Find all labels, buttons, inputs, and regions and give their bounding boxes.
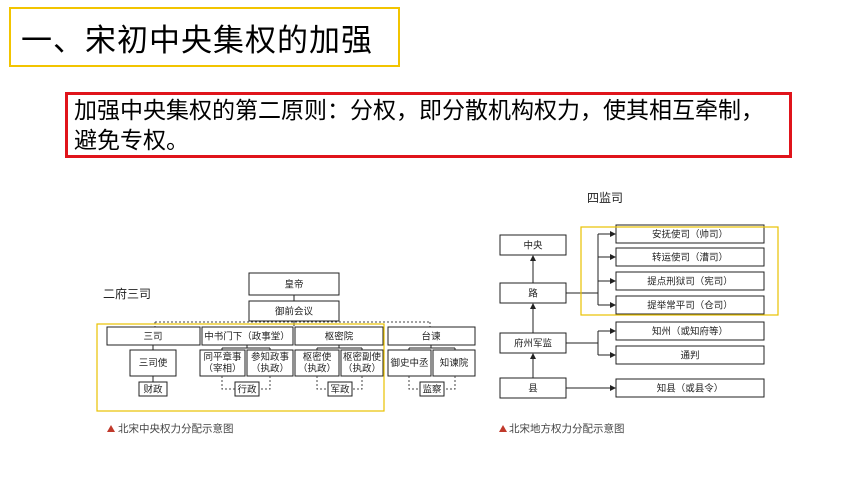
zhizhou-box: [615, 321, 765, 341]
zhuanyun-text: 转运使司（漕司）: [652, 252, 728, 264]
lu-text: 路: [528, 288, 538, 300]
anfu-box: [615, 224, 765, 244]
tongpan-text: 通判: [680, 350, 699, 362]
jiancha-text: 监察: [422, 384, 442, 396]
sansi-text: 三司: [143, 332, 162, 343]
shumishi-text-1: 枢密使: [303, 351, 332, 363]
shumifu-text-2: （执政）: [343, 363, 381, 375]
xian-text: 县: [528, 384, 538, 395]
council-text: 御前会议: [275, 306, 314, 318]
zhijian-box: [432, 349, 476, 377]
central-highlight-frame: [96, 323, 385, 412]
zhixian-text: 知县（或县令）: [657, 383, 724, 395]
caizheng-box: [138, 381, 168, 397]
taijian-text: 台谏: [421, 331, 441, 343]
tongping-text-1: 同平章事: [203, 351, 242, 363]
local-caption-triangle-icon: [499, 425, 507, 432]
junzheng-box: [327, 381, 353, 397]
fuzhou-text: 府州军监: [514, 338, 553, 350]
section-title: 一、宋初中央集权的加强: [21, 22, 373, 59]
zhixian-box: [615, 378, 765, 398]
junzheng-text: 军政: [330, 384, 350, 396]
central-side-label: 二府三司: [103, 286, 151, 301]
zhijian-text: 知谏院: [440, 357, 469, 369]
local-highlight-frame: [580, 226, 779, 316]
zhizhou-text: 知州（或知府等）: [652, 326, 728, 338]
shumishi-text-2: （执政）: [298, 363, 336, 375]
tidian-box: [615, 271, 765, 291]
local-side-label: 四监司: [587, 191, 623, 205]
yushi-text: 御史中丞: [390, 357, 428, 369]
caption-triangle-icon: [107, 425, 115, 432]
canzhi-text-1: 参知政事: [251, 351, 290, 363]
section-title-box: 一、宋初中央集权的加强: [9, 7, 400, 67]
canzhi-text-2: （执政）: [251, 363, 289, 375]
central-caption: 北宋中央权力分配示意图: [118, 422, 234, 435]
tongping-text-2: （宰相）: [203, 363, 241, 375]
local-diagram: 四监司 中央 路 府州军监 县 安抚使司（帅司） 转运使司（漕司） 提点刑狱: [499, 191, 779, 435]
principle-box: 加强中央集权的第二原则：分权，即分散机构权力，使其相互牵制，避免专权。: [65, 92, 792, 158]
zhuanyun-box: [615, 247, 765, 267]
xingzheng-text: 行政: [237, 384, 257, 396]
jiancha-box: [419, 381, 445, 397]
sansishi-text: 三司使: [139, 357, 168, 369]
xingzheng-box: [234, 381, 260, 397]
sansishi-box: [129, 349, 177, 377]
tiju-box: [615, 295, 765, 315]
shumifu-text-1: 枢密副使: [343, 351, 382, 363]
shumi-text: 枢密院: [325, 331, 354, 343]
tongping-box: [199, 349, 246, 377]
local-caption: 北宋地方权力分配示意图: [509, 422, 625, 435]
zhongshu-text: 中书门下（政事堂）: [204, 331, 290, 343]
emperor-text: 皇帝: [284, 279, 303, 291]
caizheng-text: 财政: [143, 384, 163, 396]
central-diagram: 二府三司 皇帝 御前会议 三司 中书门下（政事堂） 枢密院 台谏: [96, 272, 476, 435]
tidian-text: 提点刑狱司（宪司）: [647, 276, 733, 288]
tiju-text: 提举常平司（仓司）: [647, 300, 733, 312]
tongpan-box: [615, 345, 765, 365]
shumifu-box: [340, 349, 384, 377]
yushi-box: [387, 349, 432, 377]
anfu-text: 安抚使司（帅司）: [652, 229, 728, 241]
zhongyang-text: 中央: [523, 240, 543, 252]
principle-text: 加强中央集权的第二原则：分权，即分散机构权力，使其相互牵制，避免专权。: [74, 98, 764, 154]
